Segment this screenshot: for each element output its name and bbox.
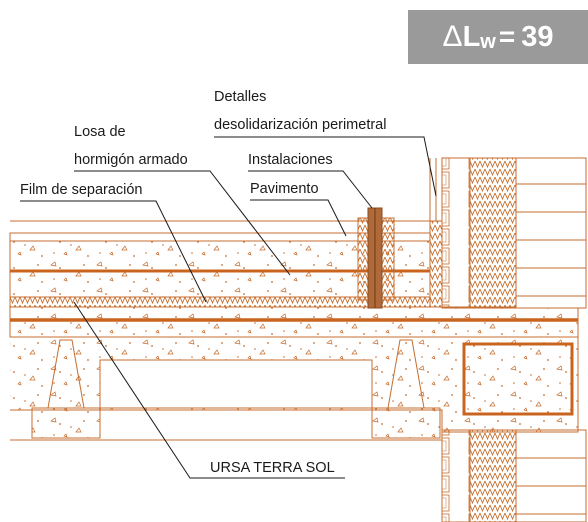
acoustic-rating-badge: Δ L w = 39 [408,10,588,64]
label-film: Film de separación [20,182,143,198]
wall [429,157,587,522]
beam-cage [462,342,574,416]
label-detalles-1: Detalles [214,89,266,105]
label-losa-1: Losa de [74,124,126,140]
label-instalaciones: Instalaciones [248,152,333,168]
equals-sign: = [498,21,516,52]
label-detalles-2: desolidarización perimetral [214,117,386,133]
structural-slab [9,306,579,338]
label-pavimento: Pavimento [250,181,319,197]
annotations: Detalles desolidarización perimetral Los… [20,89,437,479]
joist-left [31,407,101,439]
label-losa-2: hormigón armado [74,152,188,168]
lower-structure [10,336,579,441]
rating-subscript: w [480,30,496,53]
label-ursa: URSA TERRA SOL [210,460,335,476]
pipes [357,207,395,309]
joist-right [371,407,441,439]
perimeter-strip [429,220,443,308]
rating-letter: L [462,20,481,53]
rating-value: 39 [521,20,554,53]
delta-symbol: Δ [442,20,463,53]
